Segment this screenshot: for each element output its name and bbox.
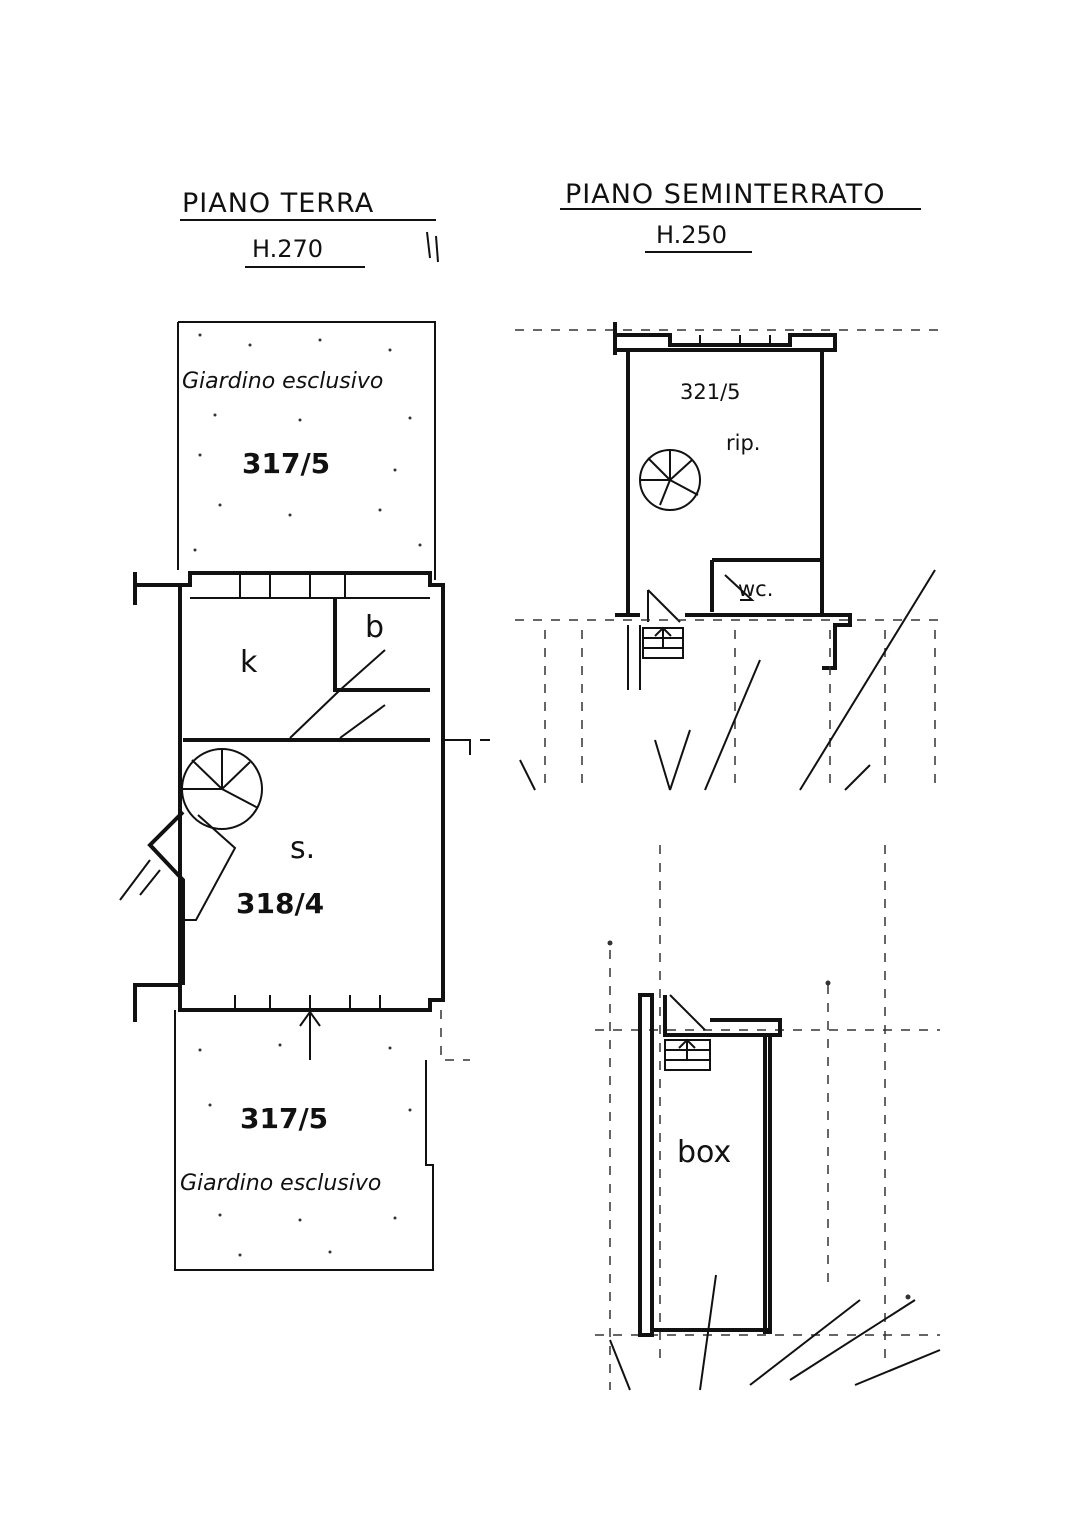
garage-construction-lines (609, 1274, 941, 1391)
spiral-stair-wall (147, 810, 185, 985)
garden-top-number: 317/5 (242, 447, 330, 480)
wc-partition (710, 558, 822, 612)
hatch-lines (119, 859, 161, 901)
garage-top-wall (663, 995, 782, 1037)
storage-left-wall (613, 322, 630, 615)
basement-title: PIANO SEMINTERRATO (565, 179, 886, 210)
left-wall (133, 572, 182, 1022)
outer-wall (178, 571, 445, 1012)
storage-window-frames (699, 335, 771, 345)
basement-height: H.250 (656, 221, 727, 249)
garden-bottom-boundary (174, 1010, 434, 1271)
living-label: s. (290, 831, 315, 866)
garden-top-texture (193, 333, 422, 552)
garage-stair-arrow (665, 994, 710, 1061)
basement-stair-arrow (643, 626, 683, 649)
construction-lines (519, 569, 936, 791)
bath-partition (333, 598, 430, 692)
basement-heading: PIANO SEMINTERRATO H.250 (560, 179, 921, 253)
kitchen-label: k (240, 645, 258, 680)
garden-bottom-texture (198, 1043, 412, 1257)
ground-floor-walls (133, 571, 490, 1022)
ground-floor-height: H.270 (252, 235, 323, 263)
basement-storage (515, 322, 940, 791)
pen-mark (426, 231, 439, 263)
basement-vertical-dashes (544, 630, 936, 790)
storage-bottom-wall (615, 613, 852, 670)
basement-spiral-treads (640, 450, 699, 506)
bottom-window-frames (234, 995, 381, 1010)
garage-left-wall (638, 993, 654, 1337)
storage-label: rip. (726, 431, 760, 455)
storage-number: 321/5 (680, 380, 741, 404)
garage: box (595, 845, 941, 1391)
wc-door-swing (724, 574, 755, 601)
garden-top-label: Giardino esclusivo (182, 369, 383, 394)
spiral-staircase (119, 748, 263, 985)
garage-label: box (677, 1135, 731, 1170)
ground-floor-heading: PIANO TERRA H.270 (180, 188, 439, 268)
wc-label: wc. (738, 577, 773, 601)
bath-label: b (365, 610, 384, 645)
top-window-frames (239, 573, 346, 598)
side-marker (443, 739, 490, 755)
stair-wall-left (627, 625, 641, 690)
entrance-arrow (299, 1010, 321, 1060)
garage-vertical-dashes (609, 845, 886, 1390)
garden-bottom-label: Giardino esclusivo (180, 1171, 381, 1196)
garden-bottom-dashed (440, 1010, 470, 1061)
living-number: 318/4 (236, 887, 324, 920)
garden-top: Giardino esclusivo 317/5 (177, 321, 436, 580)
arrow-up-icon (299, 1010, 321, 1060)
garden-bottom-number: 317/5 (240, 1102, 328, 1135)
storage-top-wall (615, 333, 837, 615)
garage-right-wall (763, 1035, 772, 1334)
ground-floor-title: PIANO TERRA (182, 188, 374, 219)
stair-flight-lines (289, 649, 386, 739)
stair-diagonal (647, 589, 681, 623)
garage-horizontal-dashes (595, 1029, 940, 1336)
spiral-stair-landing (183, 814, 237, 921)
spiral-stair-treads (182, 749, 259, 809)
garden-bottom: 317/5 Giardino esclusivo (174, 1010, 470, 1271)
inner-wall-line (179, 597, 430, 985)
spiral-staircase-basement (639, 449, 701, 511)
garden-top-boundary (178, 321, 436, 580)
